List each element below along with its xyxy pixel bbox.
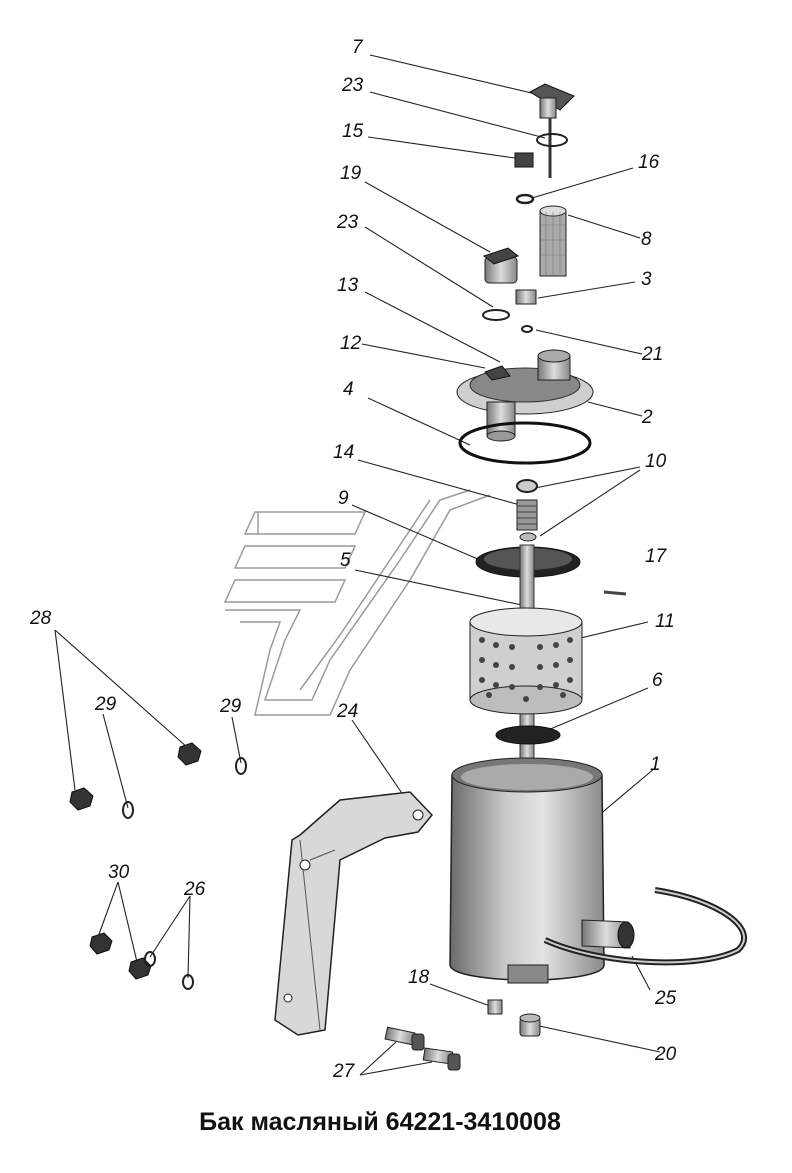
label-17: 17	[645, 546, 667, 567]
label-18: 18	[408, 967, 430, 988]
label-20: 20	[655, 1044, 677, 1065]
label-15: 15	[342, 121, 364, 142]
part-4-gasket	[458, 421, 592, 465]
label-26: 26	[184, 879, 206, 900]
part-26-washers	[144, 951, 194, 990]
label-23-middle: 23	[337, 212, 359, 233]
part-16-washer	[515, 193, 535, 205]
part-2-lid	[456, 349, 594, 442]
label-30: 30	[108, 862, 130, 883]
label-4: 4	[343, 379, 354, 400]
part-20-bushing	[519, 1013, 541, 1037]
part-8-mesh-filter	[539, 205, 567, 277]
label-24: 24	[337, 701, 359, 722]
part-23-ring-top	[536, 133, 568, 147]
part-10-washer-bottom	[519, 532, 537, 542]
label-14: 14	[333, 442, 355, 463]
diagram-title: Бак масляный 64221-3410008	[199, 1108, 561, 1136]
label-23-top: 23	[342, 75, 364, 96]
part-17-pin	[603, 590, 627, 596]
part-29-washers	[122, 757, 247, 819]
label-27: 27	[333, 1061, 355, 1082]
label-28: 28	[30, 608, 52, 629]
label-3: 3	[641, 269, 652, 290]
part-3-bushing	[515, 289, 537, 305]
label-11: 11	[655, 611, 675, 632]
label-19: 19	[340, 163, 362, 184]
part-15-nut	[514, 152, 534, 168]
label-2: 2	[642, 407, 653, 428]
label-5: 5	[340, 550, 351, 571]
part-30-nuts	[89, 932, 152, 980]
label-8: 8	[641, 229, 652, 250]
part-19-plug	[482, 247, 520, 284]
part-28-nuts	[69, 742, 202, 811]
label-25: 25	[655, 988, 677, 1009]
leader-lines	[54, 54, 661, 1076]
label-12: 12	[340, 333, 362, 354]
part-23-ring-middle	[482, 309, 510, 321]
part-24-bracket	[274, 791, 434, 1036]
part-10-washer-top	[516, 479, 538, 493]
part-11-perforated-filter	[469, 607, 583, 715]
label-7: 7	[352, 37, 363, 58]
label-16: 16	[638, 152, 660, 173]
watermark-logo	[223, 489, 491, 716]
label-29-left: 29	[95, 694, 117, 715]
label-13: 13	[337, 275, 359, 296]
part-6-washer	[495, 725, 561, 745]
label-1: 1	[650, 754, 661, 775]
part-7-cap	[528, 83, 575, 178]
part-27-bolts	[384, 1026, 461, 1071]
pipe-highlight	[544, 889, 745, 964]
label-10: 10	[645, 451, 667, 472]
label-21: 21	[642, 344, 664, 365]
label-29-right: 29	[220, 696, 242, 717]
part-18-plug	[487, 999, 503, 1015]
part-1-tank	[449, 757, 635, 984]
label-9: 9	[338, 488, 349, 509]
part-21-ring	[521, 325, 533, 333]
part-14-spring	[516, 499, 538, 531]
label-6: 6	[652, 670, 663, 691]
